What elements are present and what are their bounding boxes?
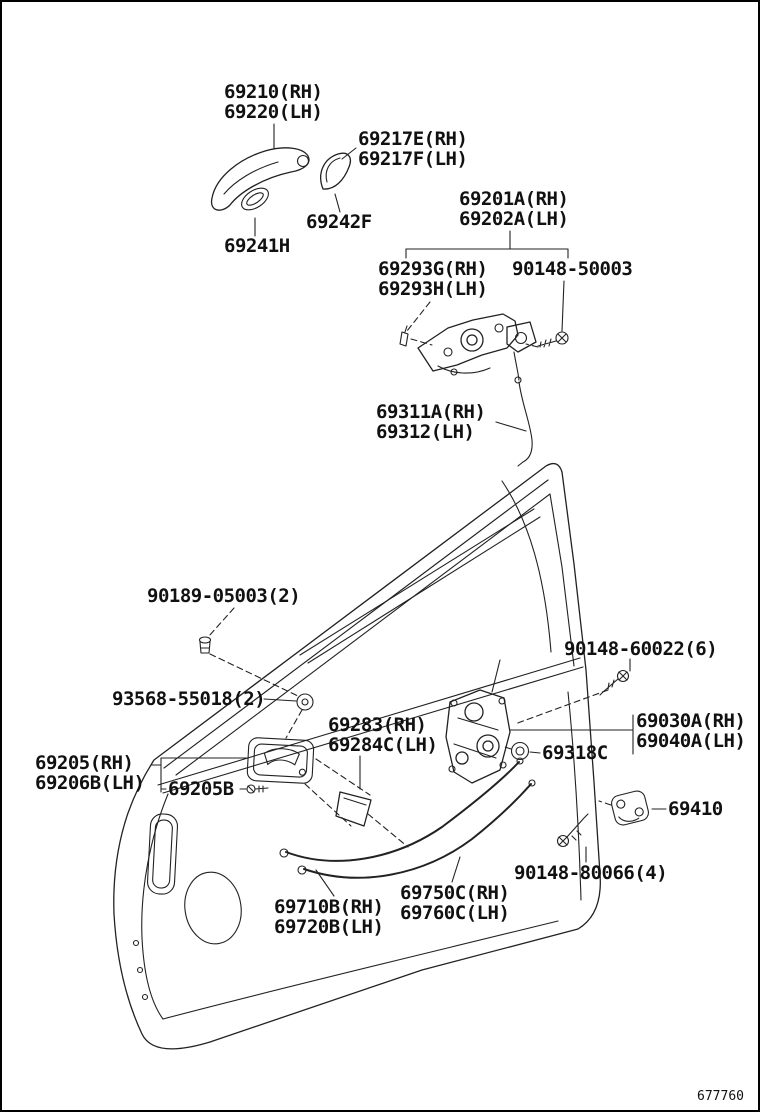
fastener-05003-drawing [198, 636, 212, 654]
part-number: 69210(RH) [224, 81, 323, 103]
part-number: 90189-05003(2) [147, 585, 301, 607]
part-number: 69205B [168, 778, 234, 800]
part-number: 69217F(LH) [358, 147, 468, 170]
part-number: 69312(LH) [376, 420, 475, 443]
inside-handle-drawing [246, 737, 315, 784]
part-label-inside-handle: 69205(RH) 69206B(LH) [35, 752, 145, 794]
part-label-handle-cover: 69217E(RH) 69217F(LH) [358, 128, 468, 170]
part-label-fastener-05003: 90189-05003(2) [147, 585, 301, 607]
part-label-cover-69283: 69283(RH) 69284C(LH) [328, 714, 438, 756]
part-number: 90148-60022(6) [564, 638, 718, 660]
part-number: 69040A(LH) [636, 729, 746, 752]
outside-handle-drawing [210, 147, 352, 211]
part-number: 69710B(RH) [274, 896, 384, 918]
part-label-lock-assy-upper: 69201A(RH) 69202A(LH) [459, 188, 569, 230]
part-label-screw-80066: 90148-80066(4) [514, 862, 668, 884]
part-number: 69293G(RH) [378, 258, 488, 280]
screw-69205b-drawing [246, 784, 269, 794]
grommet-69318c-drawing [510, 741, 530, 761]
grommet-55018-drawing [296, 693, 314, 711]
part-label-screw-60022: 90148-60022(6) [564, 638, 718, 660]
striker-drawing [611, 790, 649, 826]
screw-50003-drawing [537, 331, 569, 348]
part-number: 69201A(RH) [459, 188, 569, 210]
part-number: 69311A(RH) [376, 401, 486, 423]
part-number: 69750C(RH) [400, 882, 510, 904]
part-label-grommet-69318c: 69318C [542, 742, 608, 764]
rod-drawing [514, 376, 533, 467]
part-label-outer-handle: 69210(RH) 69220(LH) [224, 81, 323, 123]
part-label-grommet-55018: 93568-55018(2) [112, 688, 266, 710]
part-number: 90148-50003 [512, 258, 633, 280]
part-label-clip: 69293G(RH) 69293H(LH) [378, 258, 488, 300]
part-label-cable-rear: 69750C(RH) 69760C(LH) [400, 882, 510, 924]
part-label-screw-69205b: 69205B [168, 778, 234, 800]
part-number: 69217E(RH) [358, 128, 468, 150]
part-number: 69283(RH) [328, 714, 427, 736]
door-panel-drawing [113, 462, 601, 1050]
latch-assembly-drawing [399, 313, 537, 381]
part-number: 69202A(LH) [459, 207, 569, 230]
door-lock-drawing [445, 659, 511, 784]
part-number: 69242F [306, 211, 372, 233]
cover-69283-drawing [335, 791, 372, 827]
screw-80066-drawing [556, 813, 589, 848]
part-label-screw-50003: 90148-50003 [512, 258, 633, 280]
part-number: 93568-55018(2) [112, 688, 266, 710]
part-number: 69205(RH) [35, 752, 134, 774]
part-label-striker: 69410 [668, 798, 723, 820]
part-number: 69220(LH) [224, 100, 323, 123]
part-label-gasket: 69241H [224, 235, 290, 257]
leader-lines [150, 123, 667, 897]
part-label-pad: 69242F [306, 211, 372, 233]
dashed-assembly-lines [208, 301, 612, 848]
door-cables-drawing [279, 757, 536, 879]
part-number: 69720B(LH) [274, 915, 384, 938]
part-number: 69318C [542, 742, 608, 764]
part-number: 69284C(LH) [328, 733, 438, 756]
part-number: 69030A(RH) [636, 710, 746, 732]
part-number: 69760C(LH) [400, 901, 510, 924]
part-label-rod: 69311A(RH) 69312(LH) [376, 401, 486, 443]
part-label-lock-assy-door: 69030A(RH) 69040A(LH) [636, 710, 746, 752]
part-number: 69410 [668, 798, 723, 820]
part-number: 90148-80066(4) [514, 862, 668, 884]
part-number: 69293H(LH) [378, 277, 488, 300]
part-number: 69241H [224, 235, 290, 257]
part-number: 69206B(LH) [35, 771, 145, 794]
figure-number: 677760 [697, 1089, 744, 1104]
part-label-cable-front: 69710B(RH) 69720B(LH) [274, 896, 384, 938]
